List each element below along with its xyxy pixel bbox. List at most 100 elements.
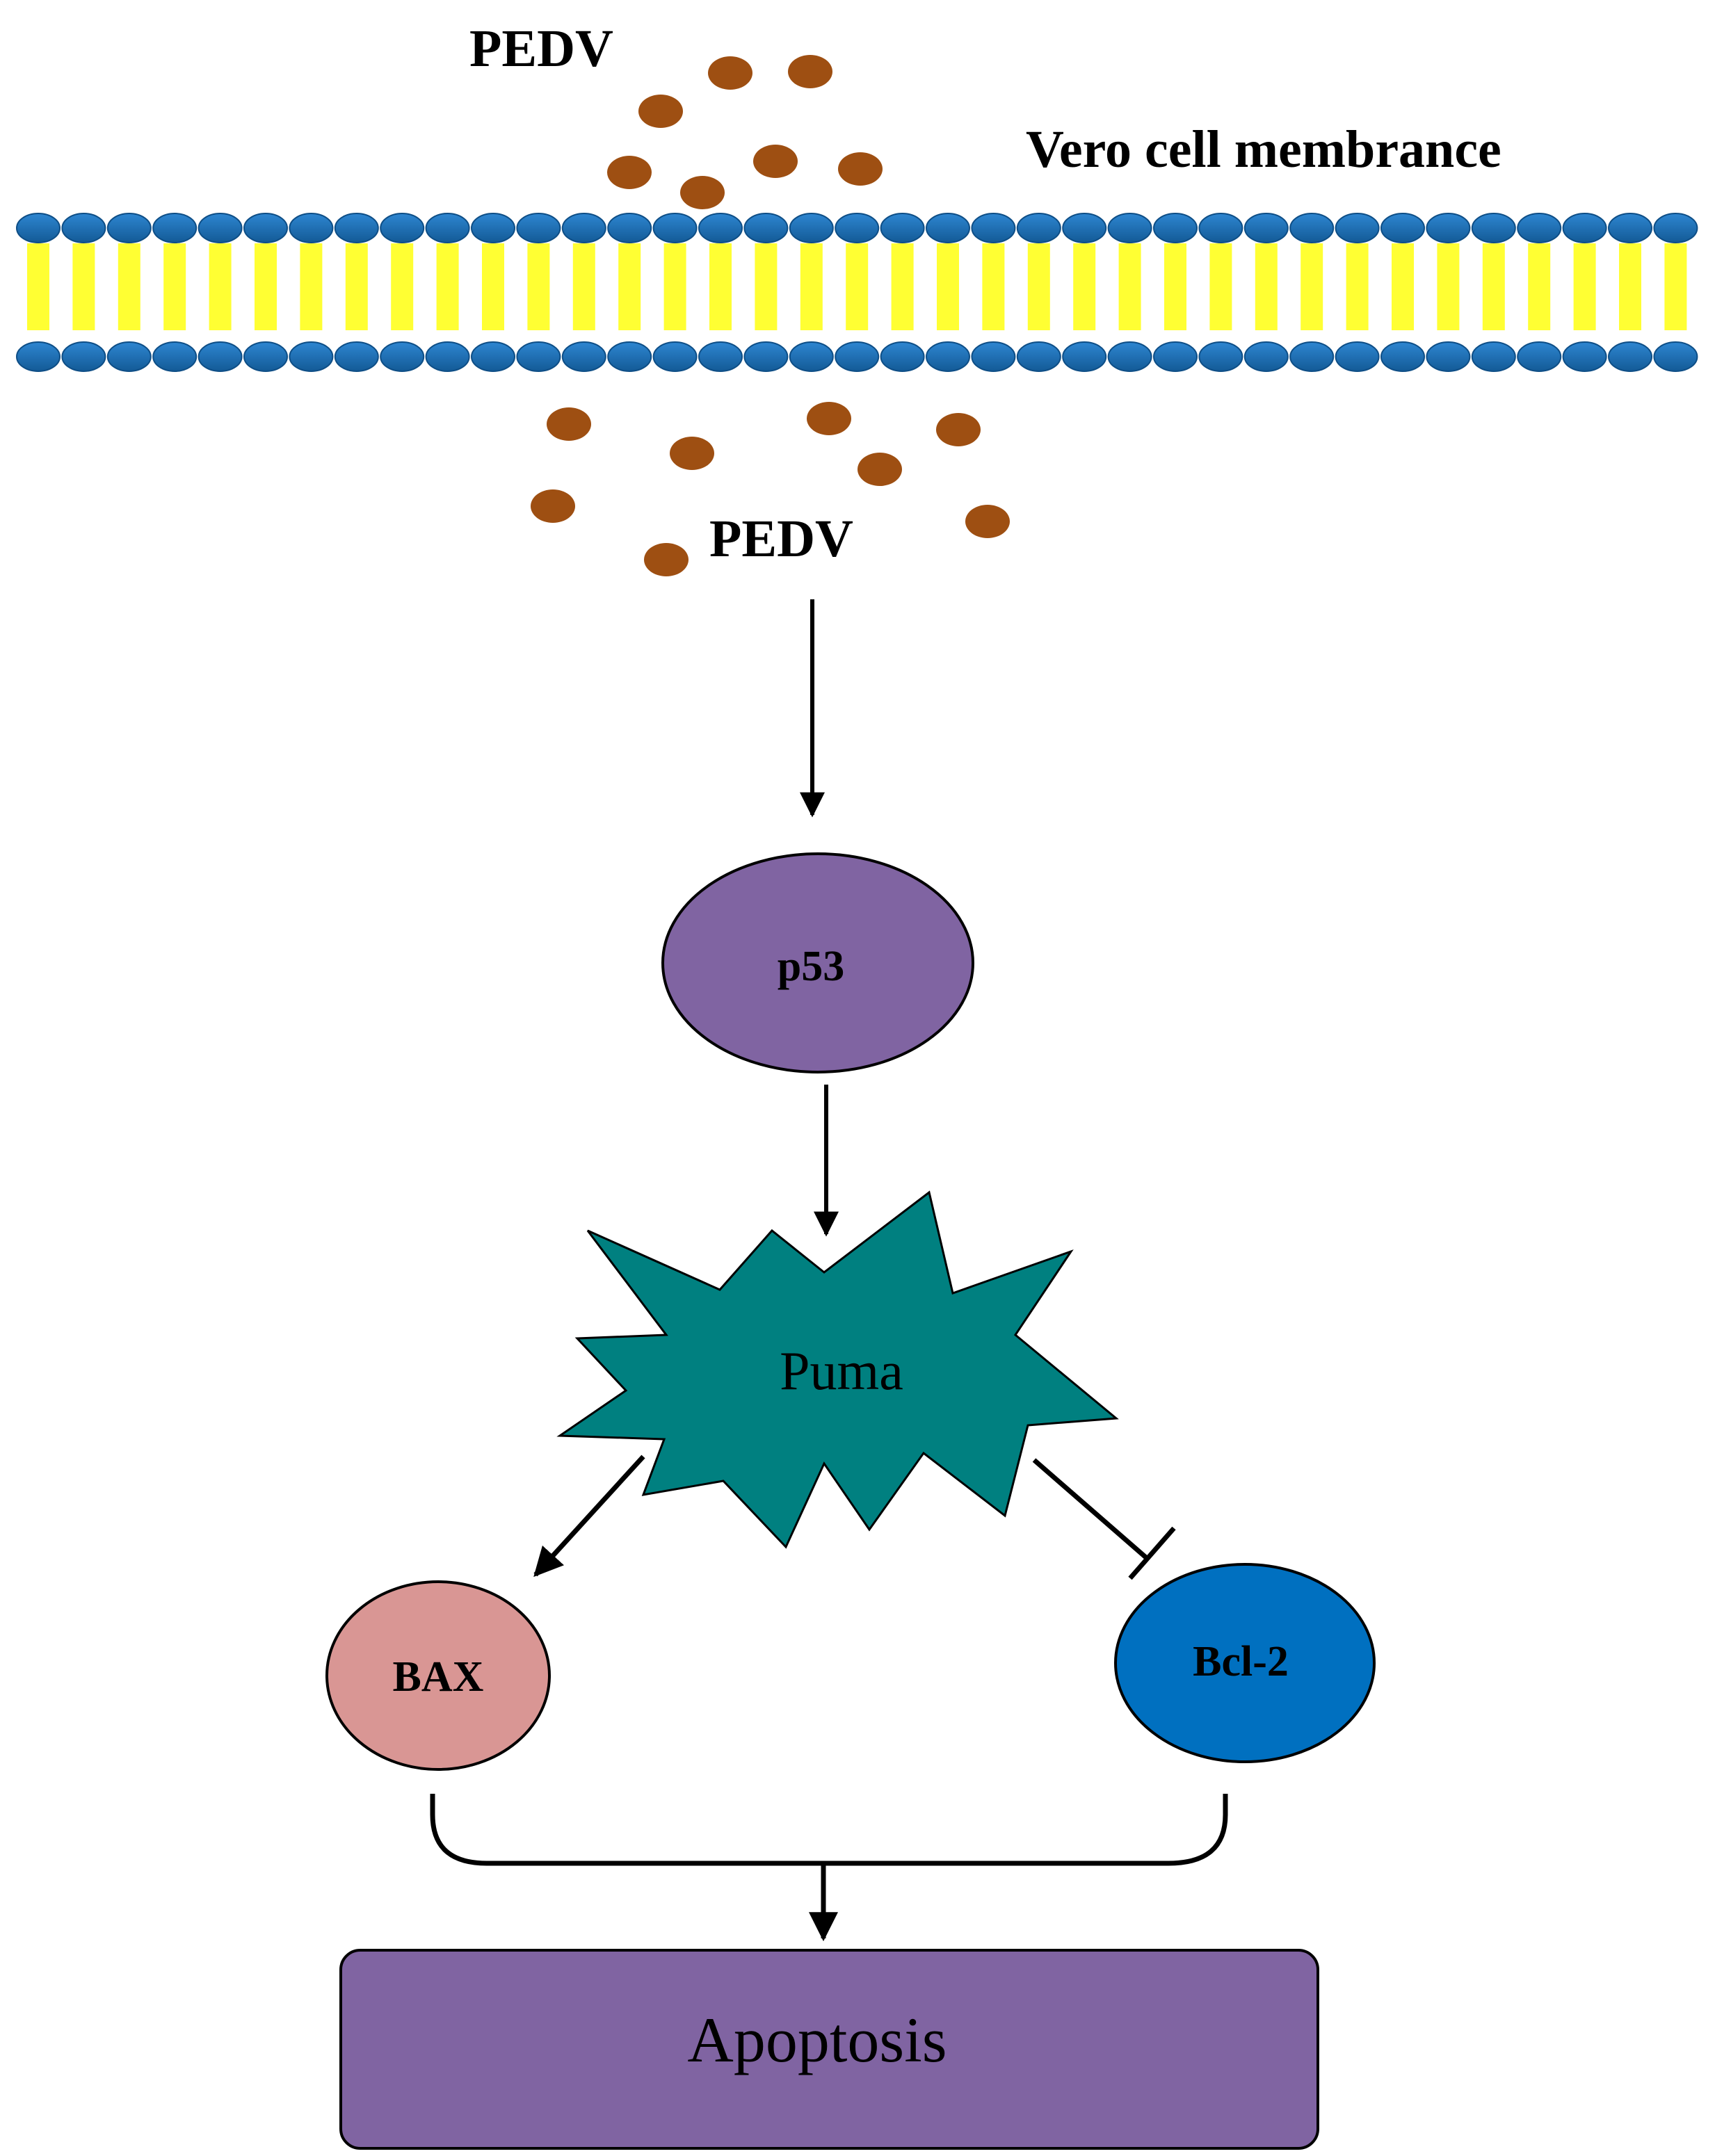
membrane-lipid-tail xyxy=(846,243,869,330)
membrane-lipid-head xyxy=(789,341,834,372)
pedv-virus-particles xyxy=(531,55,1010,576)
membrane-lipid-head xyxy=(1107,341,1152,372)
membrane-lipid-head xyxy=(789,213,834,243)
membrane-lipid-head xyxy=(1335,341,1380,372)
virus-particle xyxy=(531,489,575,523)
membrane-lipid-tail xyxy=(1482,243,1505,330)
membrane-lipid-tail xyxy=(72,243,95,330)
membrane-lipid-head xyxy=(471,213,515,243)
membrane-lipid-tail xyxy=(1573,243,1596,330)
membrane-lipid-head xyxy=(1153,213,1198,243)
membrane-lipid-head xyxy=(1335,213,1380,243)
membrane-lipid-head xyxy=(743,213,789,243)
membrane-lipid-tail xyxy=(618,243,641,330)
membrane-lipid-head xyxy=(380,213,425,243)
apoptosis-label: Apoptosis xyxy=(687,2004,947,2075)
cell-membrane xyxy=(16,213,1698,372)
p53-label: p53 xyxy=(778,943,844,990)
bcl2-ellipse xyxy=(1114,1563,1376,1763)
virus-particle xyxy=(547,407,591,441)
p53-ellipse xyxy=(661,852,974,1073)
puma-node: Puma xyxy=(556,1190,1119,1549)
membrane-lipid-head xyxy=(380,341,425,372)
membrane-lipid-heads xyxy=(16,213,1698,372)
puma-starburst xyxy=(556,1190,1119,1549)
membrane-lipid-head xyxy=(971,213,1016,243)
membrane-lipid-head xyxy=(16,213,61,243)
virus-particle xyxy=(858,453,902,486)
inhibition-line xyxy=(1032,1458,1150,1561)
inhibition-bar xyxy=(1128,1526,1176,1580)
membrane-lipid-tail xyxy=(891,243,914,330)
membrane-lipid-tail xyxy=(345,243,368,330)
virus-particle xyxy=(936,413,981,446)
bcl2-label: Bcl-2 xyxy=(1193,1638,1289,1685)
membrane-lipid-head xyxy=(1198,213,1243,243)
membrane-lipid-head xyxy=(152,213,198,243)
membrane-lipid-head xyxy=(971,341,1016,372)
apoptosis-box xyxy=(339,1949,1319,2150)
membrane-lipid-head xyxy=(1062,341,1107,372)
membrane-lipid-tail xyxy=(937,243,959,330)
membrane-lipid-tail xyxy=(255,243,277,330)
virus-particle xyxy=(838,152,883,186)
membrane-lipid-head xyxy=(289,213,334,243)
membrane-lipid-head xyxy=(425,341,470,372)
membrane-lipid-head xyxy=(106,213,152,243)
membrane-lipid-head xyxy=(1243,213,1289,243)
inhibition-puma-to-bcl2 xyxy=(1032,1458,1176,1580)
membrane-lipid-head xyxy=(652,213,698,243)
virus-particle xyxy=(708,56,752,90)
membrane-lipid-tail xyxy=(1118,243,1141,330)
membrane-lipid-tail xyxy=(1664,243,1687,330)
membrane-lipid-head xyxy=(1562,341,1607,372)
arrow-puma-to-bax xyxy=(533,1454,645,1578)
membrane-lipid-tail xyxy=(572,243,595,330)
membrane-lipid-tail xyxy=(1619,243,1641,330)
virus-particle xyxy=(965,505,1010,538)
membrane-lipid-tail xyxy=(1392,243,1414,330)
apoptosis-node: Apoptosis xyxy=(339,1949,1319,2150)
virus-particle xyxy=(607,156,652,189)
membrane-lipid-head xyxy=(1289,213,1335,243)
membrane-lipid-tail xyxy=(1027,243,1050,330)
membrane-lipid-tail xyxy=(982,243,1005,330)
membrane-lipid-tail xyxy=(436,243,459,330)
membrane-lipid-tail xyxy=(1255,243,1278,330)
membrane-lipid-head xyxy=(835,341,880,372)
membrane-lipid-head xyxy=(698,341,743,372)
membrane-lipid-head xyxy=(1471,341,1516,372)
bax-label: BAX xyxy=(393,1653,484,1701)
membrane-lipid-head xyxy=(1153,341,1198,372)
membrane-lipid-head xyxy=(1562,213,1607,243)
membrane-lipid-tail xyxy=(1528,243,1551,330)
membrane-lipid-head xyxy=(1426,213,1471,243)
membrane-lipid-head xyxy=(1608,341,1652,372)
membrane-lipid-head xyxy=(1062,213,1107,243)
membrane-lipid-tail xyxy=(709,243,732,330)
membrane-lipid-tail xyxy=(1437,243,1460,330)
membrane-lipid-head xyxy=(926,213,970,243)
membrane-lipid-head xyxy=(561,213,606,243)
membrane-lipid-head xyxy=(289,341,334,372)
membrane-lipid-head xyxy=(1608,213,1652,243)
membrane-lipid-head xyxy=(652,341,698,372)
puma-label: Puma xyxy=(780,1340,903,1401)
membrane-lipid-head xyxy=(1289,341,1335,372)
membrane-lipid-tail xyxy=(163,243,186,330)
membrane-lipid-head xyxy=(61,341,106,372)
bax-ellipse xyxy=(325,1580,551,1771)
membrane-lipid-head xyxy=(243,341,288,372)
membrane-lipid-tails xyxy=(27,243,1687,330)
virus-particle xyxy=(680,176,725,209)
membrane-lipid-head xyxy=(1016,341,1061,372)
membrane-lipid-tail xyxy=(1346,243,1369,330)
membrane-lipid-tail xyxy=(482,243,504,330)
merge-bracket xyxy=(430,1794,1228,1866)
membrane-lipid-head xyxy=(1380,213,1425,243)
membrane-lipid-head xyxy=(1198,341,1243,372)
virus-particle xyxy=(788,55,832,88)
membrane-lipid-head xyxy=(198,341,243,372)
membrane-lipid-head xyxy=(1653,341,1698,372)
membrane-lipid-head xyxy=(1653,213,1698,243)
